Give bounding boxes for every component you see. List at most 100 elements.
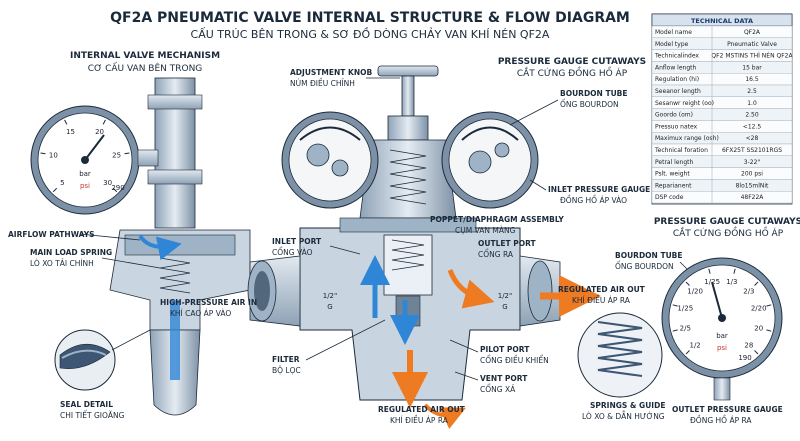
- label-pilot-vi: CỔNG ĐIỀU KHIỂN: [480, 355, 549, 365]
- label-inlet-gauge-vi: ĐỒNG HỒ ÁP VÀO: [560, 195, 627, 205]
- tech-row-value: 3-22": [744, 159, 761, 166]
- left-gauge-tick-mark: [112, 187, 118, 193]
- right-gauge-tick-mark: [685, 350, 690, 355]
- gauge-cutaway-right: PRESSURE GAUGE CUTAWAYS CẮT CỨNG ĐỒNG HỒ…: [615, 217, 800, 425]
- right-gauge-tick-label: 1/20: [687, 288, 703, 296]
- label-main-spring: MAIN LOAD SPRING: [30, 248, 112, 257]
- internal-section-title: INTERNAL VALVE MECHANISM: [70, 51, 220, 61]
- label-pilot: PILOT PORT: [480, 345, 530, 354]
- tech-row-value: 1.0: [747, 100, 757, 107]
- left-gauge-tick-label: 30: [103, 179, 112, 187]
- right-gauge-tick-label: 1/25: [704, 278, 720, 286]
- label-filter: FILTER: [272, 355, 300, 364]
- right-gauge-unit-psi: psi: [717, 344, 727, 352]
- right-gauge-tick-label: 2/5: [680, 324, 691, 332]
- right-gauge-max-label: 190: [738, 354, 751, 362]
- right-gauge-tick-mark: [708, 268, 711, 274]
- label-seal: SEAL DETAIL: [60, 400, 113, 409]
- label-inlet-gauge: INLET PRESSURE GAUGE: [548, 185, 650, 194]
- gauge-top-title: PRESSURE GAUGE CUTAWAYS: [498, 57, 646, 67]
- right-port-thread: G: [502, 303, 507, 311]
- label-seal-vi: CHI TIẾT GIOĂNG: [60, 410, 125, 420]
- left-gauge-max-label: 290: [111, 184, 124, 192]
- tech-row-value: 200 psi: [741, 171, 763, 178]
- tech-row-key: Technicalindex: [654, 53, 699, 60]
- center-left-gauge: [281, 111, 379, 209]
- tech-row-key: Regulation (hi): [655, 76, 699, 83]
- tech-row-value: 8lo15mlNit: [736, 182, 769, 189]
- tech-row-value: <12.5: [743, 123, 762, 130]
- label-filter-vi: BỘ LỌC: [272, 366, 301, 375]
- left-gauge-unit-psi: psi: [80, 182, 90, 190]
- left-gauge-tick-label: 25: [112, 151, 121, 159]
- label-inlet-port-vi: CỔNG VÀO: [272, 247, 313, 257]
- right-gauge-tick-mark: [733, 268, 736, 274]
- tech-row-key: Maximux range (osh): [655, 135, 719, 142]
- tech-row-key: Sesanwr reight (oo): [655, 100, 714, 107]
- internal-mechanism-illustration: INTERNAL VALVE MECHANISM CƠ CẤU VAN BÊN …: [54, 51, 251, 416]
- tech-row-value: 2.5: [747, 88, 757, 95]
- regulated-bottom-arrow: [423, 403, 466, 429]
- left-gauge-tick-label: 20: [95, 128, 104, 136]
- left-gauge-tick-mark: [52, 187, 58, 193]
- tech-row-key: Model name: [655, 29, 692, 36]
- label-main-spring-vi: LÒ XO TẢI CHÍNH: [30, 259, 94, 268]
- label-hp-air: HIGH-PRESSURE AIR IN: [160, 298, 257, 307]
- tech-row-value: 2.50: [745, 112, 759, 119]
- tech-row-key: Pslt. weight: [655, 171, 690, 178]
- tech-row-key: Seeanor length: [655, 88, 701, 95]
- label-vent: VENT PORT: [480, 374, 528, 383]
- label-poppet: POPPET/DIAPHRAGM ASSEMBLY: [430, 215, 564, 224]
- right-gauge-tick-label: 20: [754, 324, 763, 332]
- tech-row-key: Reparianent: [655, 182, 692, 189]
- tech-row-value: 6FX25T SS2101RGS: [722, 147, 782, 154]
- label-bourdon-right: BOURDON TUBE: [615, 251, 683, 260]
- center-right-gauge: [441, 111, 539, 209]
- label-reg-out-bottom: REGULATED AIR OUT: [378, 405, 466, 414]
- label-knob: ADJUSTMENT KNOB: [290, 68, 372, 77]
- left-gauge-tick-label: 10: [49, 151, 58, 159]
- label-bourdon-right-vi: ỐNG BOURDON: [615, 261, 674, 271]
- label-outlet-port-vi: CỔNG RA: [478, 249, 514, 259]
- label-vent-vi: CỔNG XẢ: [480, 384, 516, 394]
- main-valve-illustration: 1/2" G 1/2" G: [247, 65, 601, 429]
- tech-row-value: QF2A: [744, 29, 761, 36]
- label-springs: SPRINGS & GUIDE: [590, 401, 665, 410]
- tech-row-key: Anflow length: [655, 64, 696, 71]
- label-outlet-gauge: OUTLET PRESSURE GAUGE: [672, 405, 783, 414]
- tech-row-value: QF2 MSTINS THÌ NÉN QF2A: [711, 52, 793, 60]
- tech-row-value: 15 bar: [742, 64, 762, 71]
- right-gauge-tick-mark: [766, 329, 772, 332]
- label-bourdon-top: BOURDON TUBE: [560, 89, 628, 98]
- label-outlet-port: OUTLET PORT: [478, 239, 537, 248]
- label-hp-air-vi: KHÍ CAO ÁP VÀO: [170, 309, 231, 318]
- label-springs-vi: LÒ XO & DẪN HƯỚNG: [582, 411, 665, 421]
- tech-table-row: [651, 190, 793, 204]
- right-gauge-tick-label: 1/3: [726, 278, 737, 286]
- label-reg-out-right: REGULATED AIR OUT: [558, 285, 646, 294]
- right-gauge-tick-label: 1/2: [689, 341, 700, 349]
- gauge-right-title: PRESSURE GAUGE CUTAWAYS: [654, 217, 800, 227]
- tech-row-value: 48F22A: [741, 194, 765, 201]
- left-gauge-unit-bar: bar: [79, 170, 91, 178]
- left-port-size: 1/2": [323, 292, 338, 300]
- label-poppet-vi: CỤM VAN MÀNG: [455, 226, 516, 235]
- right-port-size: 1/2": [498, 292, 513, 300]
- right-gauge-unit-bar: bar: [716, 332, 728, 340]
- label-reg-out-bottom-vi: KHÍ ĐIỀU ÁP RA: [390, 415, 449, 425]
- right-gauge-tick-label: 28: [744, 341, 753, 349]
- label-airflow: AIRFLOW PATHWAYS: [8, 230, 95, 239]
- tech-row-key: Goordo (om): [655, 112, 693, 119]
- tech-row-key: DSP code: [655, 194, 684, 201]
- springs-detail: SPRINGS & GUIDE LÒ XO & DẪN HƯỚNG: [577, 312, 665, 421]
- tech-row-key: Petral length: [655, 159, 693, 166]
- tech-row-key: Pressuo natex: [655, 123, 698, 130]
- left-labels: AIRFLOW PATHWAYS MAIN LOAD SPRING LÒ XO …: [8, 230, 161, 420]
- outlet-flow-arrow: [447, 269, 495, 309]
